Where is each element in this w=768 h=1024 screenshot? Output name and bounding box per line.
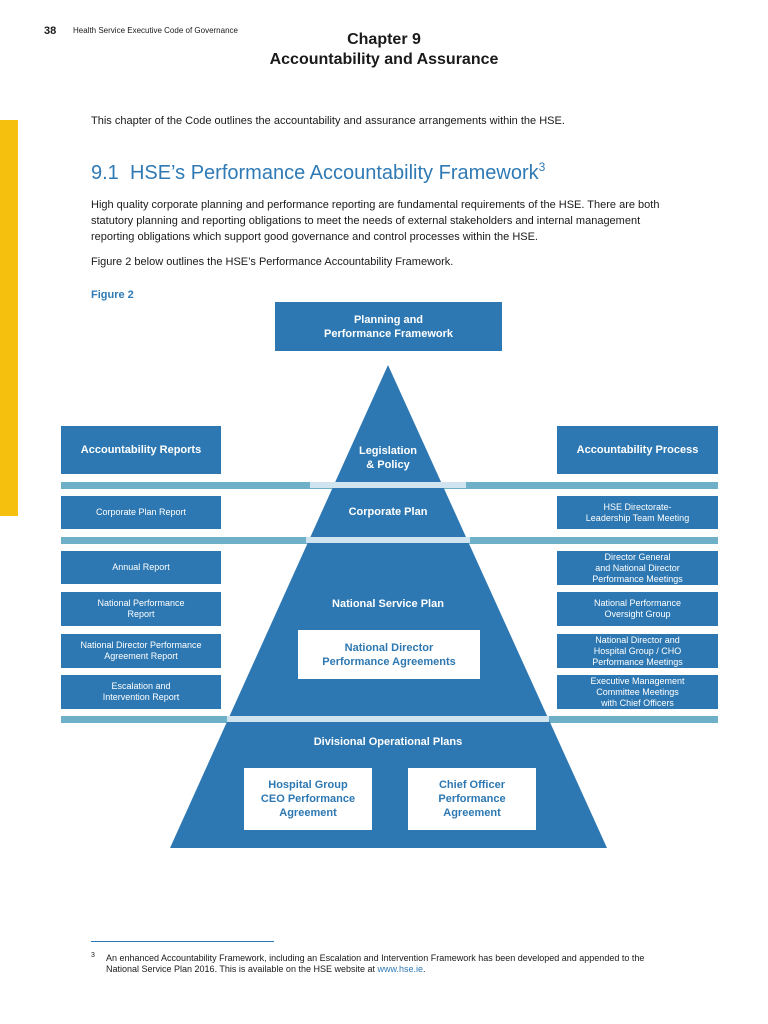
left-item: National Performance Report (61, 592, 221, 626)
top-box-line: Planning and (353, 313, 424, 326)
right-item: Executive Management Committee Meetings … (557, 675, 718, 709)
item-line: HSE Directorate- (603, 501, 672, 512)
national-director-agreements-box: National Director Performance Agreements (298, 630, 480, 679)
footnote-end: . (423, 964, 426, 974)
pyramid-tier-divisional-plans: Divisional Operational Plans (313, 736, 463, 748)
item-line: Executive Management (590, 675, 685, 686)
footnote-body: An enhanced Accountability Framework, in… (106, 953, 645, 974)
box-line: CEO Performance (260, 793, 356, 805)
left-item: Corporate Plan Report (61, 496, 221, 529)
pyramid-tier-national-service-plan: National Service Plan (332, 598, 444, 610)
accent-sidebar (0, 120, 18, 516)
accountability-reports-header: Accountability Reports (61, 426, 221, 474)
hospital-group-agreement-box: Hospital Group CEO Performance Agreement (244, 768, 372, 830)
body-paragraph: High quality corporate planning and perf… (91, 199, 660, 243)
body-paragraph: Figure 2 below outlines the HSE’s Perfor… (91, 256, 454, 268)
item-line: and National Director (595, 562, 680, 573)
right-item: National Director and Hospital Group / C… (557, 634, 718, 668)
right-item: Director General and National Director P… (557, 551, 718, 585)
item-line: Committee Meetings (596, 686, 679, 697)
item-line: National Director and (595, 634, 680, 645)
item-line: National Performance (97, 598, 185, 608)
chief-officer-agreement-box: Chief Officer Performance Agreement (408, 768, 536, 830)
pyramid-tier-legislation: Legislation & Policy (338, 444, 438, 472)
item-line: National Director Performance (80, 640, 202, 650)
footnote-text: An enhanced Accountability Framework, in… (106, 953, 671, 975)
item-line: Corporate Plan Report (95, 507, 187, 517)
page-number: 38 (44, 25, 57, 37)
item-line: with Chief Officers (601, 697, 674, 708)
item-line: Oversight Group (604, 609, 671, 619)
tier-line: & Policy (366, 459, 410, 471)
item-line: Agreement Report (104, 651, 178, 661)
chapter-title: Accountability and Assurance (269, 51, 499, 68)
box-line: National Director (344, 641, 434, 654)
box-line: Performance (438, 793, 506, 805)
box-line: Performance Agreements (322, 655, 456, 668)
box-line: Agreement (279, 807, 337, 819)
box-line: Agreement (443, 807, 501, 819)
item-line: Escalation and (111, 681, 171, 691)
tier-line: Legislation (358, 445, 418, 457)
left-item: Annual Report (61, 551, 221, 584)
section-title: HSE’s Performance Accountability Framewo… (129, 162, 539, 184)
item-line: Performance Meetings (592, 656, 683, 667)
right-item: National Performance Oversight Group (557, 592, 718, 626)
item-line: Annual Report (112, 562, 170, 572)
right-item: HSE Directorate- Leadership Team Meeting (557, 496, 718, 529)
item-line: National Performance (593, 598, 682, 608)
section-number: 9.1 (91, 162, 119, 184)
hse-website-link[interactable]: www.hse.ie (377, 964, 424, 974)
footnote-marker: 3 (91, 952, 95, 959)
left-item: National Director Performance Agreement … (61, 634, 221, 668)
intro-paragraph: This chapter of the Code outlines the ac… (91, 115, 565, 127)
item-line: Hospital Group / CHO (593, 645, 682, 656)
running-header: Health Service Executive Code of Governa… (73, 26, 238, 35)
chapter-number: Chapter 9 (347, 31, 421, 48)
item-line: Intervention Report (102, 692, 180, 702)
left-item: Escalation and Intervention Report (61, 675, 221, 709)
item-line: Performance Meetings (592, 573, 683, 584)
footnote-divider (91, 941, 274, 942)
box-line: Chief Officer (438, 779, 505, 791)
item-line: Report (127, 609, 155, 619)
section-heading: 9.1 HSE’s Performance Accountability Fra… (91, 160, 546, 185)
item-line: Director General (604, 551, 671, 562)
figure-label: Figure 2 (91, 289, 134, 301)
pyramid-tier-corporate-plan: Corporate Plan (348, 506, 428, 518)
box-line: Hospital Group (268, 779, 348, 791)
accountability-process-header: Accountability Process (557, 426, 718, 474)
footnote-ref[interactable]: 3 (538, 160, 546, 174)
pyramid (170, 365, 607, 848)
top-box-line: Performance Framework (324, 327, 453, 340)
item-line: Leadership Team Meeting (585, 512, 690, 523)
planning-framework-box: Planning and Performance Framework (275, 302, 502, 351)
